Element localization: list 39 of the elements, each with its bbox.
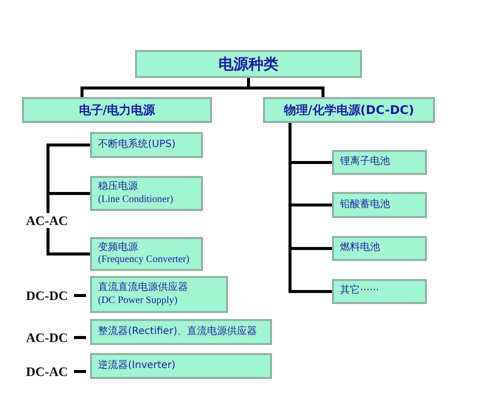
box-text: 物理/化学电源(DC-DC)	[284, 102, 414, 118]
box-text: 变频电源	[98, 242, 138, 254]
connector-line	[46, 192, 90, 213]
box-text: 锂离子电池	[340, 156, 390, 169]
box-text: 不断电系统(UPS)	[98, 138, 176, 152]
group-label: AC-AC	[26, 213, 68, 229]
title-box	[135, 50, 362, 78]
box-text: 电子/电力电源	[78, 102, 156, 118]
category-box	[332, 150, 427, 175]
box-text: 整流器(Rectifier)、直流电源供应器	[98, 326, 258, 338]
connector-line	[74, 294, 86, 297]
connector-line	[46, 228, 90, 256]
connector-line	[247, 78, 324, 97]
category-box	[90, 276, 228, 313]
category-box	[332, 279, 427, 304]
box-text: (Line Conditioner)	[98, 194, 174, 206]
category-box	[332, 236, 427, 261]
category-box	[90, 176, 203, 211]
box-text: 燃料电池	[340, 242, 380, 255]
category-box	[90, 319, 272, 345]
category-box	[263, 97, 435, 123]
box-text: 其它······	[340, 285, 380, 298]
box-text: 电源种类	[218, 54, 278, 74]
category-box	[90, 353, 272, 379]
group-label: AC-DC	[26, 330, 68, 346]
box-text: 直流直流电源供应器	[98, 282, 188, 294]
category-box	[90, 132, 203, 158]
category-box	[22, 97, 212, 123]
connector-line	[74, 370, 86, 373]
connector-line	[74, 336, 86, 339]
category-box	[332, 192, 427, 218]
group-label: DC-DC	[26, 288, 68, 304]
box-text: 稳压电源	[98, 181, 138, 194]
box-text: 逆流器(Inverter)	[98, 360, 176, 372]
group-label: DC-AC	[26, 364, 68, 380]
box-text: (Frequency Converter)	[98, 254, 190, 266]
box-text: 铅酸蓄电池	[340, 198, 390, 212]
category-box	[90, 237, 203, 271]
box-text: (DC Power Supply)	[98, 294, 178, 307]
